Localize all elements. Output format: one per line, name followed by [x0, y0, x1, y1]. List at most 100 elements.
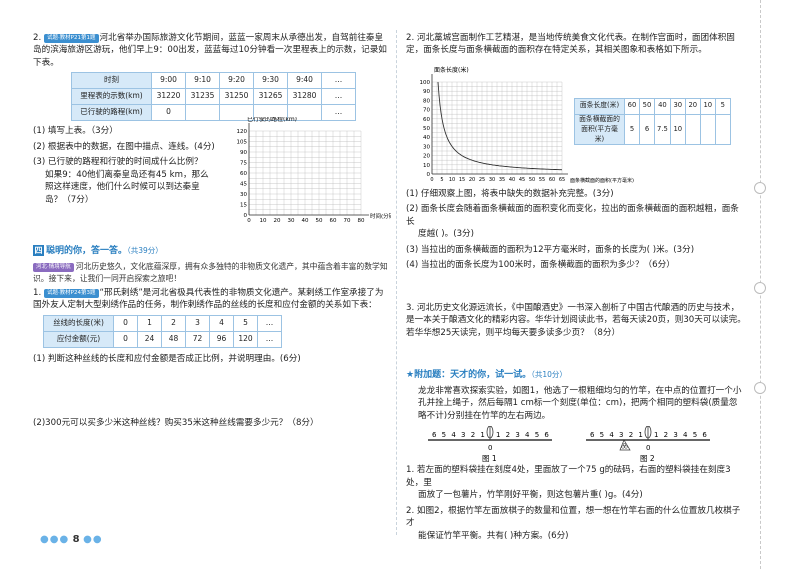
table-cell: 2	[161, 314, 186, 332]
table-cell: 3	[185, 314, 210, 332]
y-tick-label: 60	[240, 171, 247, 177]
y-tick-label: 50	[423, 126, 430, 132]
y-tick-label: 105	[237, 140, 248, 146]
r2-sub2: (2) 面条长度会随着面条横截面的面积变化而变化，拉出的面条横截面的面积越粗，面…	[406, 204, 739, 227]
table-cell: 里程表的示数(km)	[71, 88, 152, 106]
q1-sub2: (2)300元可以买多少米这种丝线？购买35米这种丝线需要多少元？（8分）	[33, 418, 319, 429]
y-axis-label: 面条长度(米)	[434, 66, 469, 74]
x-tick-label: 0	[430, 177, 433, 183]
r2-sub1: (1) 仔细观察上图，将表中缺失的数据补充完整。(3分)	[406, 188, 614, 199]
question-r2-text: 2. 河北藁城宫面制作工艺精湛，是当地传统美食文化代表。在制作宫面时，面团体积固…	[406, 33, 735, 56]
table-cell	[185, 104, 220, 122]
svg-text:6 5 4 3 2 1: 6 5 4 3 2 1	[590, 431, 644, 439]
x-tick-label: 60	[330, 218, 337, 224]
table-cell: …	[257, 314, 282, 332]
table-cell: 丝线的长度(米)	[43, 314, 114, 332]
x-tick-label: 40	[302, 218, 309, 224]
table-cell: 96	[209, 330, 234, 348]
dots-icon: ●●	[83, 534, 103, 545]
x-tick-label: 30	[489, 177, 495, 183]
table-cell: 72	[185, 330, 210, 348]
table-cell: 时刻	[71, 72, 152, 90]
page-number: ●●● 8 ●●	[40, 533, 103, 548]
table-cell: 6	[639, 113, 655, 146]
x-tick-label: 70	[344, 218, 351, 224]
x-tick-label: 55	[539, 177, 545, 183]
x-tick-label: 80	[358, 218, 365, 224]
table-cell: 30	[669, 97, 686, 115]
table-cell: 1	[137, 314, 162, 332]
figure-2-label: 图 2	[640, 454, 655, 462]
y-tick-label: 0	[244, 213, 248, 219]
table-cell	[714, 113, 731, 146]
table-cell: 9:00	[151, 72, 186, 90]
section-intro: 河北·情境导航河北历史悠久，文化底蕴深厚，拥有众多独特的非物质文化遗产，其中蕴含…	[33, 262, 388, 283]
balance-figures: 6 5 4 3 2 1 1 2 3 4 5 6 0 图 1 6 5 4 3 2 …	[406, 425, 746, 463]
x-tick-label: 25	[479, 177, 485, 183]
table-cell: 31265	[253, 88, 288, 106]
table-cell: 60	[624, 97, 640, 115]
question-r3-text: 3. 河北历史文化源远流长，《中国酿酒史》一书深入剖析了中国古代酿酒的历史与技术…	[406, 302, 746, 338]
table-cell: 已行驶的路程(km)	[71, 104, 152, 122]
section-4-heading: 四聪明的你，答一答。（共39分）	[33, 245, 163, 257]
y-tick-label: 100	[420, 80, 431, 86]
table-cell: 50	[639, 97, 655, 115]
table-cell: 4	[209, 314, 234, 332]
r2-sub4: (4) 当拉出的面条长度为100米时，面条横截面的面积为多少？（6分）	[406, 260, 675, 271]
table-cell: 0	[151, 104, 186, 122]
table-cell	[684, 113, 701, 146]
figure-1-label: 图 1	[482, 454, 497, 462]
table-cell: 面条横截面的面积(平方毫米)	[574, 113, 625, 146]
table-cell: 31220	[151, 88, 186, 106]
table-cell: 0	[113, 330, 138, 348]
x-tick-label: 20	[274, 218, 281, 224]
x-tick-label: 35	[499, 177, 505, 183]
x-tick-label: 50	[529, 177, 535, 183]
x-tick-label: 0	[247, 218, 251, 224]
table-cell: 31235	[185, 88, 220, 106]
table-cell: 9:40	[287, 72, 322, 90]
column-divider	[396, 30, 397, 535]
chess-piece-icon	[622, 443, 627, 447]
bonus-sub2: 2. 如图2，根据竹竿左面放棋子的数量和位置，想一想在竹竿右面的什么位置放几枚棋…	[406, 505, 741, 529]
y-tick-label: 45	[240, 182, 247, 188]
q2-sub2: (2) 根据表中的数据，在图中描点、连线。(4分)	[33, 141, 215, 152]
figure-1-balance: 6 5 4 3 2 1 1 2 3 4 5 6 0 图 1	[428, 425, 552, 463]
table-cell: …	[321, 104, 356, 122]
y-tick-label: 15	[240, 203, 247, 209]
x-tick-label: 30	[288, 218, 295, 224]
x-tick-label: 50	[316, 218, 323, 224]
table-cell: 9:10	[185, 72, 220, 90]
bag-icon	[619, 439, 631, 451]
bonus-text: 龙龙非常喜欢探索实验，如图1，他选了一根粗细均匀的竹竿，在中点的位置打一个小孔并…	[418, 386, 742, 421]
x-tick-label: 15	[459, 177, 465, 183]
x-tick-label: 10	[260, 218, 267, 224]
table-cell: …	[321, 88, 356, 106]
svg-text:0: 0	[488, 444, 492, 452]
table-cell: 面条长度(米)	[574, 97, 625, 115]
table-cell: 31280	[287, 88, 322, 106]
table-cell: 应付金额(元)	[43, 330, 114, 348]
binding-hole	[754, 182, 766, 194]
table-cell: 31250	[219, 88, 254, 106]
y-tick-label: 90	[240, 150, 247, 156]
figure-2-balance: 6 5 4 3 2 1 1 2 3 4 5 6 0 图 2	[586, 425, 710, 463]
chess-piece-icon	[621, 445, 625, 449]
table-cell: 5	[233, 314, 258, 332]
y-tick-label: 120	[237, 129, 248, 135]
y-tick-label: 90	[423, 89, 430, 95]
q2-sub3: (3) 已行驶的路程和行驶的时间成什么比例？	[33, 157, 203, 168]
table-row: 已行驶的路程(km)0 …	[71, 104, 356, 122]
svg-text:1 2 3 4 5 6: 1 2 3 4 5 6	[654, 431, 708, 439]
table-cell: 120	[233, 330, 258, 348]
table-cell	[699, 113, 716, 146]
binding-hole	[754, 282, 766, 294]
y-tick-label: 10	[423, 163, 430, 169]
